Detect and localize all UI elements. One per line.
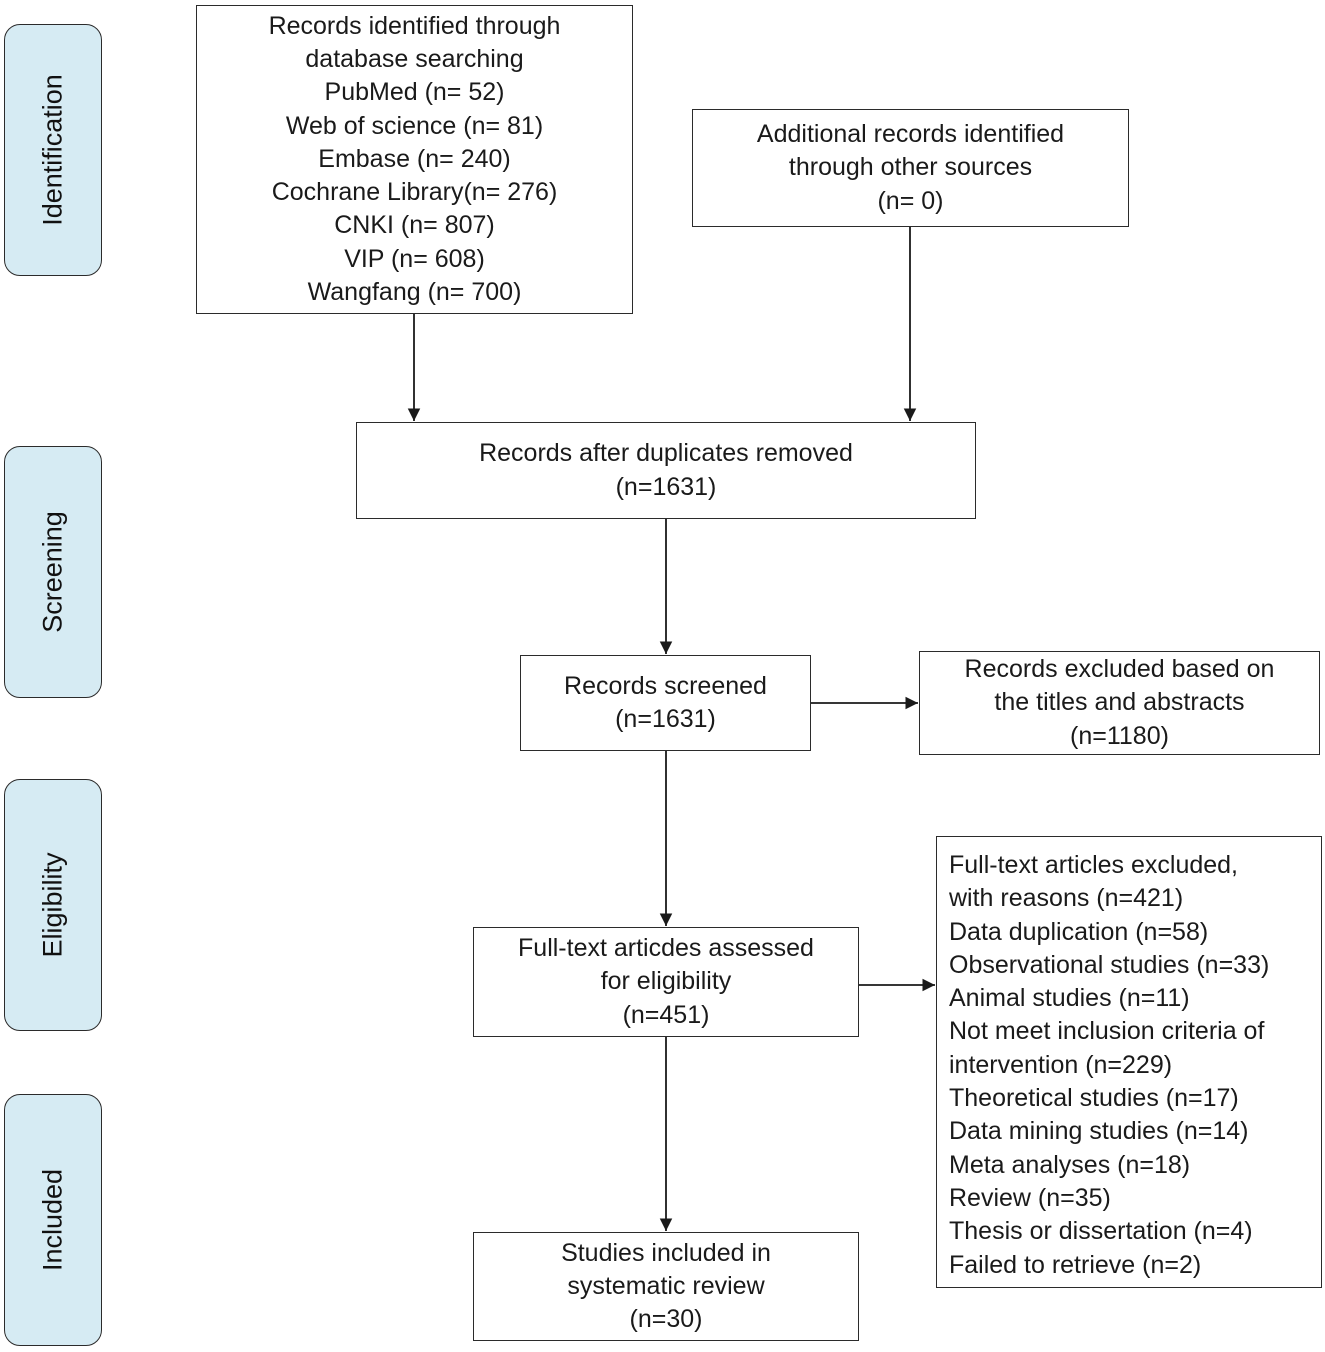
duplicates-removed-box: Records after duplicates removed (n=1631) [356,422,976,519]
phase-identification: Identification [4,24,102,276]
records-excluded-box-line: Records excluded based on [964,655,1275,684]
phase-included: Included [4,1094,102,1346]
database-search-box-line: PubMed (n= 52) [324,78,505,107]
fulltext-excluded-box-line: Meta analyses (n=18) [949,1150,1191,1179]
database-search-box-line: Web of science (n= 81) [285,111,544,140]
other-sources-box-line: Additional records identified [756,120,1065,149]
fulltext-excluded-box-line: Animal studies (n=11) [949,984,1190,1013]
fulltext-excluded-box-line: Thesis or dissertation (n=4) [949,1217,1253,1246]
database-search-box-line: CNKI (n= 807) [334,211,495,240]
studies-included-box: Studies included in systematic review (n=3… [473,1232,859,1341]
studies-included-box-line: (n=30) [629,1305,703,1334]
records-excluded-box: Records excluded based on the titles and … [919,651,1320,755]
fulltext-assessed-box-line: for eligibility [600,967,732,996]
phase-eligibility: Eligibility [4,779,102,1031]
studies-included-box-line: Studies included in [561,1238,771,1267]
studies-included-box-line: systematic review [567,1271,765,1300]
fulltext-excluded-box-line: with reasons (n=421) [949,884,1184,913]
records-screened-box-line: (n=1631) [615,705,716,733]
fulltext-excluded-box-line: Full-text articles excluded, [949,851,1239,879]
database-search-box-line: VIP (n= 608) [344,244,485,273]
fulltext-excluded-box-line: Theoretical studies (n=17) [949,1084,1239,1113]
fulltext-excluded-box-line: Data mining studies (n=14) [949,1117,1249,1146]
duplicates-removed-box-line: Records after duplicates removed [479,439,853,468]
other-sources-box-line: (n= 0) [877,186,944,215]
fulltext-excluded-box-line: intervention (n=229) [949,1050,1173,1079]
other-sources-box-line: through other sources [788,153,1033,182]
fulltext-excluded-box-line: Data duplication (n=58) [949,917,1209,946]
fulltext-excluded-box-line: Observational studies (n=33) [949,950,1270,979]
database-search-box-line: Embase (n= 240) [318,144,511,173]
fulltext-excluded-box-line: Review (n=35) [949,1183,1111,1212]
fulltext-excluded-box: Full-text articles excluded, with reasons… [936,836,1322,1288]
fulltext-excluded-box-line: Not meet inclusion criteria of [949,1017,1265,1046]
database-search-box: Records identified through database searc… [196,5,633,314]
database-search-box-line: Wangfang (n= 700) [307,278,522,307]
records-excluded-box-line: the titles and abstracts [994,688,1245,717]
records-screened-box: Records screened (n=1631) [520,655,811,751]
fulltext-assessed-box-line: (n=451) [622,1000,710,1029]
phase-screening: Screening [4,446,102,698]
database-search-box-line: Records identified through [268,11,561,40]
fulltext-assessed-box-line: Full-text articdes assessed [518,934,814,963]
fulltext-assessed-box: Full-text articdes assessed for eligibili… [473,927,859,1037]
records-screened-box-line: Records screened [564,671,767,700]
database-search-box-line: Cochrane Library(n= 276) [271,178,558,207]
other-sources-box: Additional records identified through oth… [692,109,1129,227]
database-search-box-line: database searching [305,44,524,73]
fulltext-excluded-box-line: Failed to retrieve (n=2) [949,1250,1202,1279]
duplicates-removed-box-line: (n=1631) [615,472,717,501]
records-excluded-box-line: (n=1180) [1070,721,1169,750]
